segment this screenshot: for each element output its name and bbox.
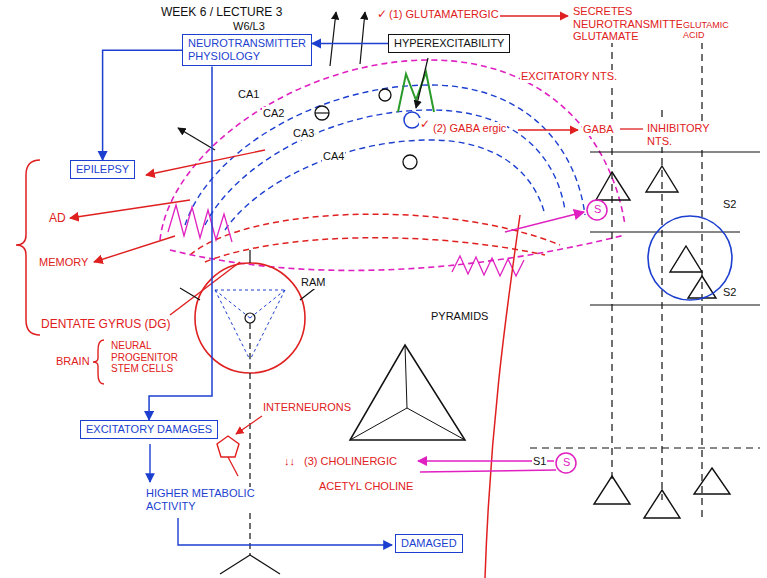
dendrite bbox=[180, 250, 318, 300]
soma bbox=[245, 313, 255, 323]
cell bbox=[315, 106, 329, 120]
layer-line bbox=[590, 151, 760, 152]
structure-label: DENTATE GYRUS (DG) bbox=[40, 318, 172, 332]
note: EXCITATORY NTS. bbox=[520, 70, 618, 83]
note: GABA bbox=[582, 123, 615, 136]
cell-type-label: INTERNEURONS bbox=[262, 401, 352, 414]
region-label: CA2 bbox=[262, 107, 285, 120]
lecture-code: W6/L3 bbox=[232, 20, 266, 33]
note: BRAIN bbox=[55, 355, 91, 368]
layer-label: S1 bbox=[532, 455, 547, 468]
fiber bbox=[611, 40, 612, 480]
callout-circle bbox=[587, 200, 607, 220]
pyramidal-cell bbox=[350, 345, 465, 440]
dentate-layer bbox=[190, 214, 560, 255]
interneuron bbox=[217, 436, 239, 457]
arrow bbox=[94, 236, 175, 262]
hippocampus-outline bbox=[160, 60, 625, 240]
arrow bbox=[330, 12, 336, 66]
hatching bbox=[168, 205, 232, 242]
interneuron-process bbox=[228, 457, 238, 476]
lecture-title: WEEK 6 / LECTURE 3 bbox=[160, 6, 283, 20]
note: INHIBITORY NTS. bbox=[646, 122, 728, 147]
note: ACETYL CHOLINE bbox=[318, 480, 414, 493]
note: RAM bbox=[300, 276, 326, 289]
dentate-layer bbox=[205, 238, 545, 262]
axon-branch bbox=[220, 555, 280, 574]
arrow bbox=[70, 200, 190, 218]
region-label: CA4 bbox=[322, 150, 345, 163]
note: NEURAL PROGENITOR STEM CELLS bbox=[110, 340, 194, 375]
bracket bbox=[16, 160, 40, 335]
box-text: EXCITATORY DAMAGES bbox=[86, 423, 212, 436]
neuron bbox=[670, 246, 702, 272]
hippocampus-outline bbox=[170, 235, 625, 270]
cell bbox=[379, 89, 391, 101]
concept-box: HYPEREXCITABILITY bbox=[388, 34, 510, 53]
connector bbox=[312, 43, 388, 45]
neuron bbox=[644, 490, 680, 518]
arrow bbox=[146, 150, 265, 175]
dash bbox=[620, 128, 643, 129]
decrease-mark: ↓↓ bbox=[283, 455, 296, 468]
arrow bbox=[505, 212, 584, 232]
box-text: EPILEPSY bbox=[76, 163, 129, 176]
arrow bbox=[178, 128, 215, 150]
ca-layer bbox=[185, 85, 585, 225]
layer-label: S2 bbox=[722, 286, 737, 299]
process-box: EXCITATORY DAMAGES bbox=[80, 420, 218, 439]
pyramid-edge bbox=[350, 345, 465, 440]
arrow bbox=[500, 15, 568, 16]
arrow bbox=[518, 129, 578, 130]
condition-label: MEMORY bbox=[38, 256, 89, 269]
arrow bbox=[360, 12, 365, 64]
neuron bbox=[646, 166, 678, 192]
note: HIGHER METABOLIC ACTIVITY bbox=[145, 487, 265, 512]
note: GLUTAMIC ACID bbox=[682, 20, 740, 41]
ca-layer bbox=[225, 140, 545, 230]
cell bbox=[404, 112, 420, 128]
box-text: NEUROTRANSMITTER PHYSIOLOGY bbox=[188, 37, 306, 63]
region-label: CA3 bbox=[292, 127, 315, 140]
callout-circle bbox=[556, 453, 576, 473]
brace bbox=[93, 340, 104, 384]
cell bbox=[403, 155, 417, 169]
category-label: (3) CHOLINERGIC bbox=[303, 455, 398, 468]
arrow bbox=[420, 470, 556, 472]
layer-label: S2 bbox=[722, 198, 737, 211]
neuron bbox=[596, 172, 630, 200]
note: PYRAMIDS bbox=[430, 310, 489, 323]
outcome-box: DAMAGED bbox=[395, 534, 463, 553]
region-label: CA1 bbox=[237, 88, 260, 101]
highlight-circle bbox=[648, 216, 732, 300]
pointer bbox=[416, 58, 428, 108]
layer-line bbox=[590, 231, 740, 232]
condition-label: AD bbox=[48, 212, 67, 226]
box-text: HYPEREXCITABILITY bbox=[394, 37, 504, 50]
neuron bbox=[694, 468, 730, 494]
flow-arrow bbox=[178, 518, 392, 545]
category-label: (2) GABA ergic bbox=[432, 122, 507, 135]
check-mark: ✓ bbox=[419, 118, 431, 132]
ca-layer bbox=[205, 110, 565, 225]
cell-mark bbox=[315, 112, 329, 113]
category-label: (1) GLUTAMATERGIC bbox=[388, 8, 500, 21]
divider-curve bbox=[485, 215, 520, 578]
layer-line bbox=[590, 304, 760, 305]
topic-box: NEUROTRANSMITTER PHYSIOLOGY bbox=[182, 34, 312, 66]
layer-line bbox=[530, 447, 760, 448]
axon bbox=[249, 323, 250, 555]
callout-letter: S bbox=[593, 203, 602, 216]
callout-letter: S bbox=[562, 456, 571, 469]
pointer bbox=[236, 416, 262, 434]
neuron bbox=[594, 476, 630, 504]
connector bbox=[103, 50, 182, 160]
condition-box: EPILEPSY bbox=[70, 160, 135, 179]
box-text: DAMAGED bbox=[401, 537, 457, 550]
check-mark: ✓ bbox=[376, 8, 388, 22]
flow-arrow bbox=[149, 444, 150, 482]
